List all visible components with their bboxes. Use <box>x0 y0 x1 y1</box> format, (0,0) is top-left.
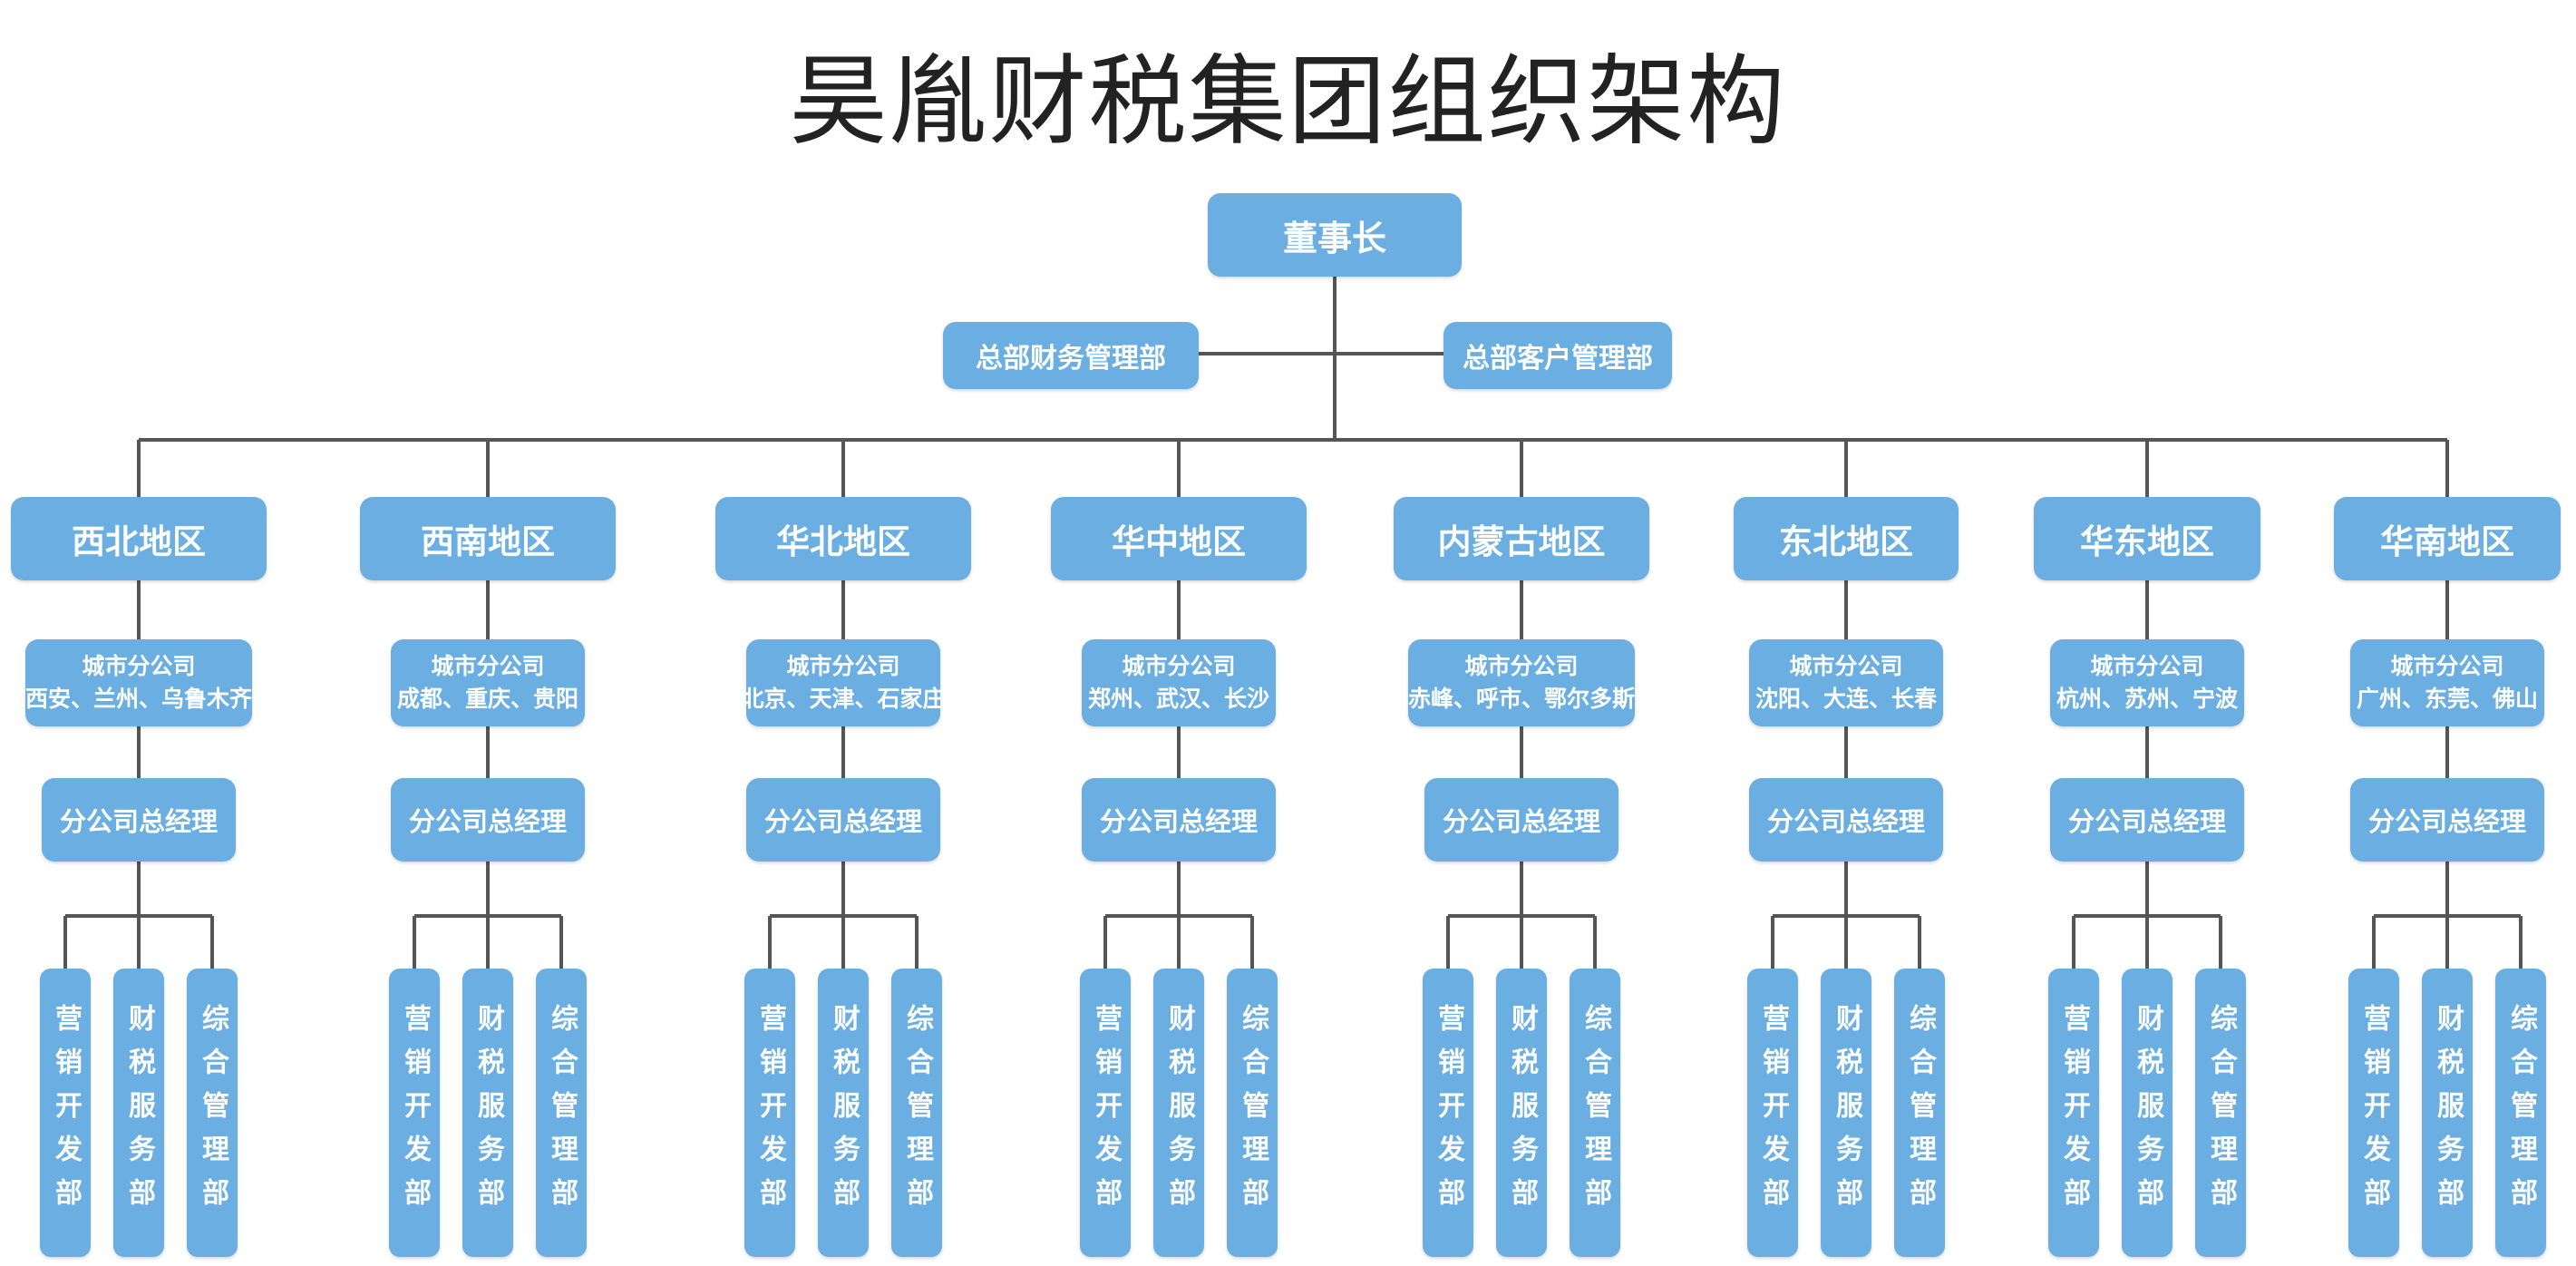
branch-cities: 西安、兰州、乌鲁木齐 <box>25 686 253 712</box>
dept-box-2: 财税服务部 <box>462 969 513 1257</box>
dept-label: 财税服务部 <box>1506 1004 1538 1222</box>
region-box-8: 华南地区 <box>2334 497 2561 580</box>
dept-box-1: 营销开发部 <box>1423 969 1473 1257</box>
hq-customer-dept-box: 总部客户管理部 <box>1444 322 1672 389</box>
branch-title: 城市分公司 <box>82 653 196 679</box>
branch-manager-box-1: 分公司总经理 <box>42 778 236 862</box>
dept-box-3: 综合管理部 <box>1227 969 1278 1257</box>
chairman-box: 董事长 <box>1208 193 1462 277</box>
region-box-4: 华中地区 <box>1051 497 1307 580</box>
dept-label: 综合管理部 <box>2505 1004 2537 1222</box>
branch-cities: 赤峰、呼市、鄂尔多斯 <box>1408 686 1636 712</box>
dept-box-2: 财税服务部 <box>2422 969 2473 1257</box>
dept-box-3: 综合管理部 <box>2495 969 2546 1257</box>
dept-label: 营销开发部 <box>1433 1004 1464 1222</box>
hq-finance-dept-box: 总部财务管理部 <box>943 322 1199 389</box>
dept-label: 财税服务部 <box>1831 1004 1862 1222</box>
region-box-3: 华北地区 <box>715 497 971 580</box>
branch-manager-box-6: 分公司总经理 <box>1749 778 1943 862</box>
region-box-5: 内蒙古地区 <box>1394 497 1649 580</box>
branch-cities: 杭州、苏州、宁波 <box>2056 686 2238 712</box>
dept-box-1: 营销开发部 <box>40 969 91 1257</box>
city-branch-box-5: 城市分公司赤峰、呼市、鄂尔多斯 <box>1408 639 1635 726</box>
region-box-6: 东北地区 <box>1734 497 1959 580</box>
dept-label: 财税服务部 <box>123 1004 155 1222</box>
dept-box-3: 综合管理部 <box>536 969 587 1257</box>
dept-label: 营销开发部 <box>754 1004 786 1222</box>
city-branch-box-4: 城市分公司郑州、武汉、长沙 <box>1082 639 1276 726</box>
dept-label: 营销开发部 <box>50 1004 82 1222</box>
dept-box-2: 财税服务部 <box>1821 969 1871 1257</box>
dept-box-1: 营销开发部 <box>2048 969 2099 1257</box>
dept-label: 财税服务部 <box>2132 1004 2163 1222</box>
city-branch-box-3: 城市分公司北京、天津、石家庄 <box>742 639 946 726</box>
region-box-1: 西北地区 <box>11 497 267 580</box>
dept-label: 综合管理部 <box>1904 1004 1936 1222</box>
branch-title: 城市分公司 <box>2390 653 2504 679</box>
dept-box-3: 综合管理部 <box>187 969 238 1257</box>
dept-label: 营销开发部 <box>1090 1004 1122 1222</box>
branch-title: 城市分公司 <box>1464 653 1579 679</box>
branch-manager-box-3: 分公司总经理 <box>746 778 940 862</box>
dept-label: 营销开发部 <box>1757 1004 1789 1222</box>
dept-box-3: 综合管理部 <box>1894 969 1945 1257</box>
dept-label: 营销开发部 <box>2358 1004 2390 1222</box>
dept-label: 综合管理部 <box>1237 1004 1269 1222</box>
dept-box-3: 综合管理部 <box>1570 969 1620 1257</box>
dept-label: 财税服务部 <box>472 1004 504 1222</box>
dept-box-3: 综合管理部 <box>891 969 942 1257</box>
branch-cities: 沈阳、大连、长春 <box>1755 686 1937 712</box>
dept-label: 财税服务部 <box>2432 1004 2464 1222</box>
branch-manager-box-8: 分公司总经理 <box>2350 778 2544 862</box>
branch-cities: 北京、天津、石家庄 <box>741 686 946 712</box>
branch-manager-box-4: 分公司总经理 <box>1082 778 1276 862</box>
branch-cities: 广州、东莞、佛山 <box>2356 686 2538 712</box>
city-branch-box-2: 城市分公司成都、重庆、贵阳 <box>391 639 585 726</box>
page-title: 昊胤财税集团组织架构 <box>789 45 1787 159</box>
branch-title: 城市分公司 <box>1122 653 1236 679</box>
dept-label: 综合管理部 <box>197 1004 228 1222</box>
region-box-7: 华东地区 <box>2034 497 2260 580</box>
dept-box-3: 综合管理部 <box>2195 969 2246 1257</box>
branch-manager-box-5: 分公司总经理 <box>1424 778 1619 862</box>
dept-box-2: 财税服务部 <box>113 969 164 1257</box>
city-branch-box-7: 城市分公司杭州、苏州、宁波 <box>2050 639 2244 726</box>
branch-title: 城市分公司 <box>431 653 545 679</box>
dept-label: 财税服务部 <box>828 1004 860 1222</box>
city-branch-box-6: 城市分公司沈阳、大连、长春 <box>1749 639 1943 726</box>
dept-box-2: 财税服务部 <box>1153 969 1204 1257</box>
dept-box-1: 营销开发部 <box>1747 969 1798 1257</box>
dept-label: 综合管理部 <box>901 1004 933 1222</box>
dept-box-2: 财税服务部 <box>1496 969 1547 1257</box>
branch-manager-box-2: 分公司总经理 <box>391 778 585 862</box>
dept-box-1: 营销开发部 <box>1080 969 1131 1257</box>
city-branch-box-1: 城市分公司西安、兰州、乌鲁木齐 <box>25 639 252 726</box>
branch-cities: 成都、重庆、贵阳 <box>396 686 578 712</box>
dept-label: 营销开发部 <box>2058 1004 2090 1222</box>
dept-box-1: 营销开发部 <box>389 969 440 1257</box>
dept-label: 综合管理部 <box>1580 1004 1611 1222</box>
branch-title: 城市分公司 <box>786 653 900 679</box>
branch-manager-box-7: 分公司总经理 <box>2050 778 2244 862</box>
dept-box-2: 财税服务部 <box>818 969 869 1257</box>
branch-cities: 郑州、武汉、长沙 <box>1087 686 1269 712</box>
dept-label: 综合管理部 <box>2205 1004 2237 1222</box>
branch-title: 城市分公司 <box>2090 653 2204 679</box>
region-box-2: 西南地区 <box>360 497 616 580</box>
branch-title: 城市分公司 <box>1789 653 1903 679</box>
city-branch-box-8: 城市分公司广州、东莞、佛山 <box>2350 639 2544 726</box>
dept-box-1: 营销开发部 <box>744 969 795 1257</box>
dept-label: 财税服务部 <box>1163 1004 1195 1222</box>
dept-box-1: 营销开发部 <box>2348 969 2399 1257</box>
dept-label: 综合管理部 <box>546 1004 578 1222</box>
dept-box-2: 财税服务部 <box>2122 969 2173 1257</box>
dept-label: 营销开发部 <box>399 1004 431 1222</box>
